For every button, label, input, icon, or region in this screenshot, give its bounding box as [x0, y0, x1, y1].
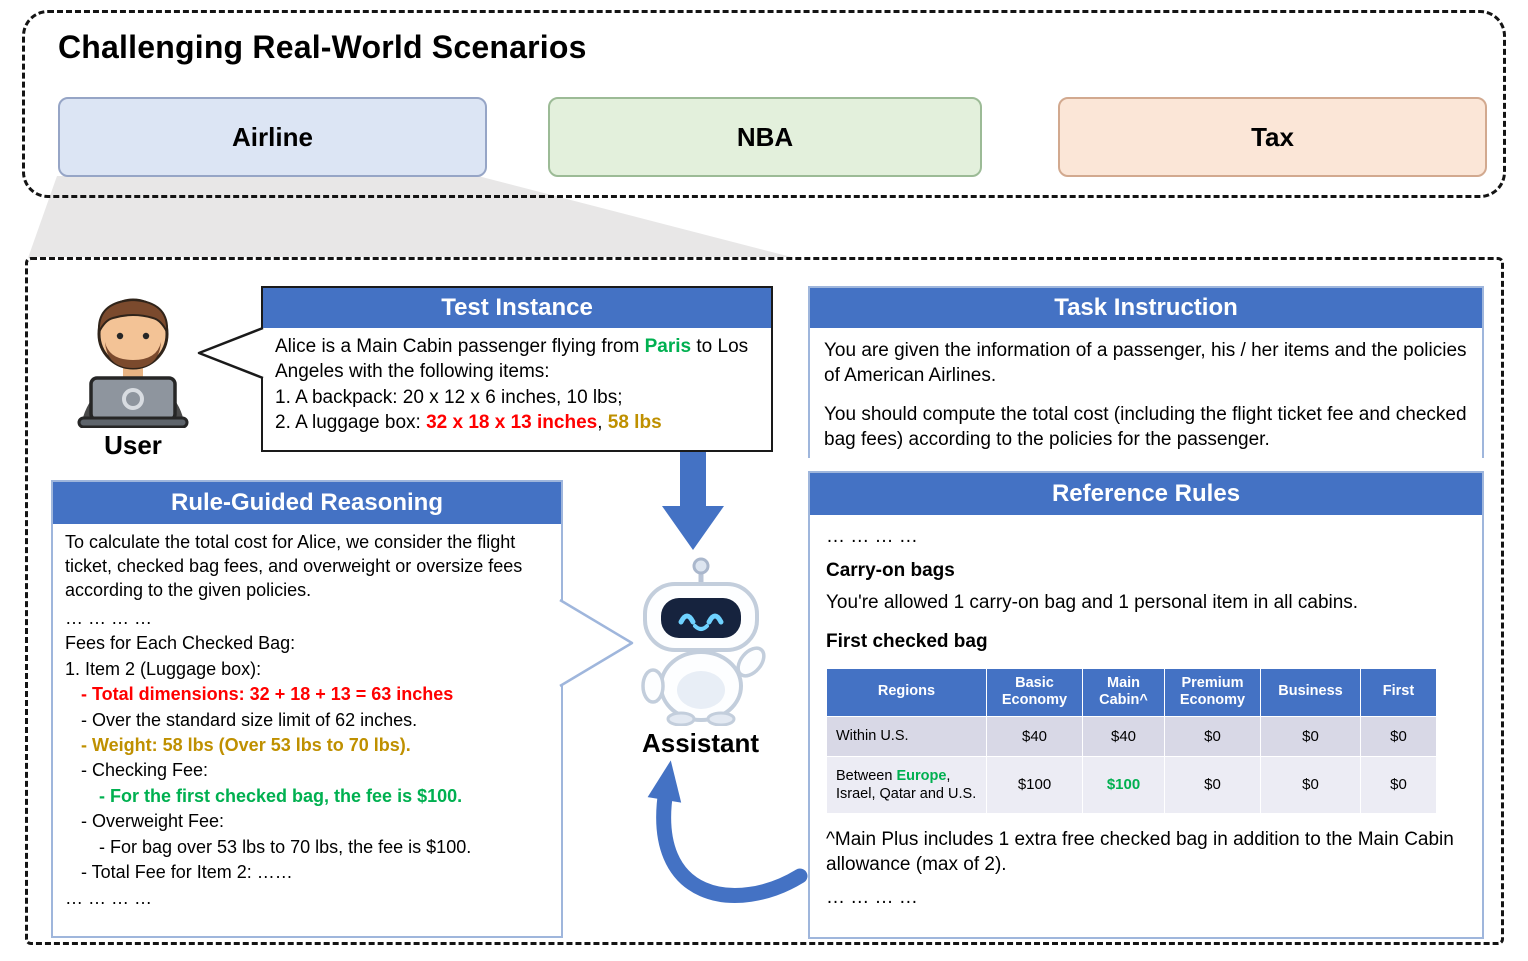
oversize-dims-highlight: 32 x 18 x 13 inches [426, 412, 598, 434]
first-checked-bag-heading: First checked bag [826, 631, 988, 653]
speech-tail-user-icon [197, 326, 264, 380]
table-cell: $100 [986, 756, 1083, 815]
column-header-regions: Regions [826, 667, 987, 717]
assistant-label: Assistant [641, 728, 760, 758]
reasoning-overweight-line: - Overweight Fee: [81, 811, 225, 832]
table-cell: $40 [1082, 715, 1165, 758]
scenario-airline-label: Airline [232, 121, 313, 152]
table-cell: $0 [1260, 715, 1361, 758]
reasoning-item-line: 1. Item 2 (Luggage box): [65, 658, 262, 679]
item2-comma: , [597, 412, 608, 434]
region-text: Between [836, 768, 897, 785]
user-icon [77, 298, 189, 428]
fees-table-row-within-us: Within U.S. $40 $40 $0 $0 $0 [826, 715, 1437, 758]
task-instruction-body: You are given the information of a passe… [810, 328, 1482, 477]
fees-table-row-between-europe: Between Europe, Israel, Qatar and U.S. $… [826, 756, 1437, 815]
table-cell-region: Within U.S. [826, 715, 987, 758]
checked-bag-fees-table: Regions Basic Economy Main Cabin^ Premiu… [826, 667, 1437, 815]
rule-guided-reasoning-body: To calculate the total cost for Alice, w… [53, 524, 561, 936]
column-header-premium-economy: Premium Economy [1164, 667, 1261, 717]
table-cell: $0 [1360, 756, 1437, 815]
assistant-robot-icon [641, 557, 766, 726]
reference-rules-body: … … … … Carry-on bags You're allowed 1 c… [810, 515, 1482, 937]
curved-arrow-up-icon [647, 760, 808, 903]
user-label: User [104, 430, 162, 460]
table-cell: $0 [1360, 715, 1437, 758]
airline-detail-panel: User Test Instance Alice is a Main Cabin… [25, 257, 1504, 945]
column-header-main-cabin: Main Cabin^ [1082, 667, 1165, 717]
reasoning-total-line: - Total Fee for Item 2: …… [81, 862, 293, 883]
table-cell-region: Between Europe, Israel, Qatar and U.S. [826, 756, 987, 815]
scenario-tax: Tax [1058, 97, 1487, 177]
rules-ellipsis-top: … … … … [826, 526, 918, 547]
scenario-nba: NBA [548, 97, 982, 177]
reasoning-dims-line: - Total dimensions: 32 + 18 + 13 = 63 in… [81, 684, 454, 705]
test-instance-intro: Alice is a Main Cabin passenger flying f… [275, 334, 759, 385]
test-instance-item2: 2. A luggage box: 32 x 18 x 13 inches, 5… [275, 410, 759, 435]
reasoning-overweight-detail-line: - For bag over 53 lbs to 70 lbs, the fee… [99, 836, 472, 857]
rules-ellipsis-bottom: … … … … [826, 886, 918, 908]
reference-rules-box: Reference Rules … … … … Carry-on bags Yo… [808, 471, 1484, 939]
test-instance-header: Test Instance [263, 288, 771, 328]
table-cell: $0 [1260, 756, 1361, 815]
figure-title: Challenging Real-World Scenarios [58, 29, 587, 65]
column-header-first: First [1360, 667, 1437, 717]
test-instance-item1: 1. A backpack: 20 x 12 x 6 inches, 10 lb… [275, 386, 623, 408]
reasoning-intro: To calculate the total cost for Alice, w… [65, 532, 523, 600]
overweight-highlight: 58 lbs [607, 412, 662, 434]
test-instance-box: Test Instance Alice is a Main Cabin pass… [261, 286, 773, 452]
rule-guided-reasoning-header: Rule-Guided Reasoning [53, 482, 561, 524]
scenarios-panel: Challenging Real-World Scenarios Airline… [22, 10, 1506, 198]
reasoning-ellipsis-bottom: … … … … [65, 887, 153, 908]
table-cell: $0 [1164, 715, 1261, 758]
task-instruction-box: Task Instruction You are given the infor… [808, 286, 1484, 477]
reasoning-weight-line: - Weight: 58 lbs (Over 53 lbs to 70 lbs)… [81, 735, 411, 755]
task-instruction-header: Task Instruction [810, 288, 1482, 328]
rule-guided-reasoning-box: Rule-Guided Reasoning To calculate the t… [51, 480, 563, 938]
reasoning-ellipsis-top: … … … … [65, 607, 153, 628]
column-header-basic-economy: Basic Economy [986, 667, 1083, 717]
table-cell: $0 [1164, 756, 1261, 815]
fees-table-header-row: Regions Basic Economy Main Cabin^ Premiu… [826, 667, 1437, 717]
region-text-cont: , Israel, Qatar and U.S. [836, 768, 977, 803]
main-plus-footnote: ^Main Plus includes 1 extra free checked… [826, 829, 1454, 875]
table-cell: $40 [986, 715, 1083, 758]
scenario-nba-label: NBA [736, 121, 794, 152]
reasoning-fees-heading: Fees for Each Checked Bag: [65, 633, 296, 654]
task-instruction-p1: You are given the information of a passe… [824, 340, 1467, 387]
carry-on-text: You're allowed 1 carry-on bag and 1 pers… [826, 592, 1359, 614]
scenario-airline: Airline [58, 97, 487, 177]
test-instance-body: Alice is a Main Cabin passenger flying f… [263, 328, 771, 450]
reference-rules-header: Reference Rules [810, 473, 1482, 515]
task-instruction-p2: You should compute the total cost (inclu… [824, 404, 1467, 451]
intro-text-cont: to Los Angeles with the following items: [275, 336, 749, 383]
table-cell-main-cabin-fee-highlight: $100 [1082, 756, 1165, 815]
origin-city-highlight: Paris [644, 336, 692, 357]
reasoning-first-bag-line: - For the first checked bag, the fee is … [99, 785, 463, 806]
carry-on-heading: Carry-on bags [826, 559, 955, 581]
intro-text: Alice is a Main Cabin passenger flying f… [275, 336, 645, 357]
europe-highlight: Europe [896, 768, 947, 785]
column-header-business: Business [1260, 667, 1361, 717]
arrow-down-icon [662, 452, 724, 550]
reasoning-checking-fee-line: - Checking Fee: [81, 760, 209, 781]
scenario-tax-label: Tax [1251, 121, 1294, 152]
item2-text: 2. A luggage box: [275, 412, 427, 434]
reasoning-oversize-line: - Over the standard size limit of 62 inc… [81, 709, 418, 730]
speech-tail-assistant-icon [559, 598, 634, 688]
